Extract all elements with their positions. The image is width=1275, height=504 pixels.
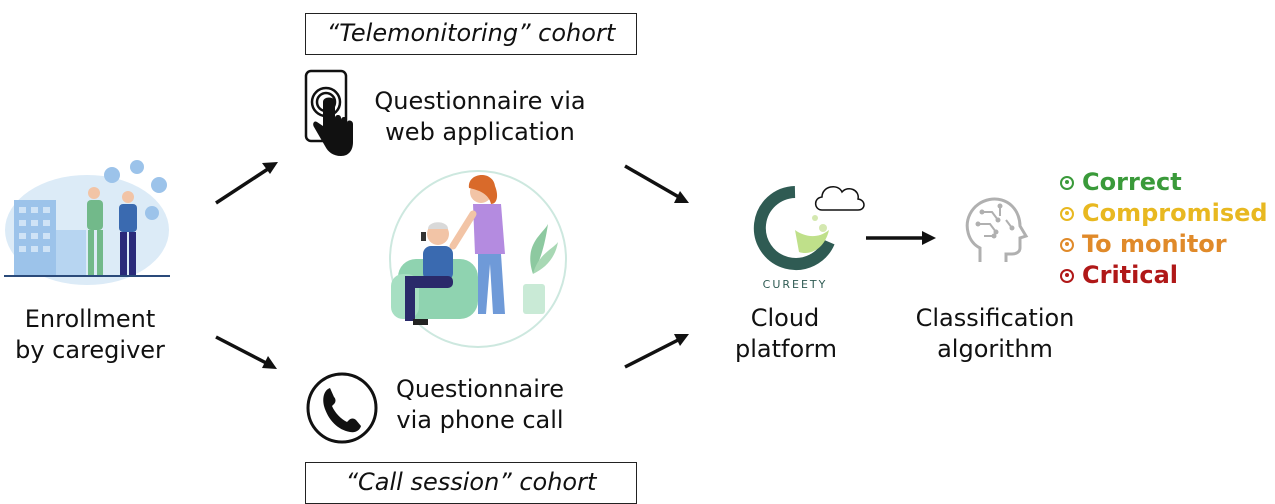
status-correct: Correct [1060, 167, 1268, 198]
status-compromised: Compromised [1060, 198, 1268, 229]
questionnaire-phone-line2: via phone call [396, 406, 564, 434]
telemonitoring-cohort-box: “Telemonitoring” cohort [305, 13, 637, 55]
questionnaire-phone-line1: Questionnaire [395, 375, 565, 403]
status-critical: Critical [1060, 260, 1268, 291]
hospital-caregivers-illustration [4, 160, 170, 285]
questionnaire-web-line1: Questionnaire via [374, 87, 586, 115]
ai-head-icon [965, 197, 1029, 262]
classification-label: Classification algorithm [905, 303, 1085, 365]
cureety-logo: CUREETY [753, 186, 835, 291]
status-compromised-label: Compromised [1082, 199, 1268, 227]
enrollment-line1: Enrollment [24, 305, 156, 333]
arrow-web-to-cloud [624, 164, 689, 203]
classification-line1: Classification [915, 304, 1075, 332]
call-session-cohort-box: “Call session” cohort [305, 462, 637, 504]
elderly-patient-with-caregiver-illustration [389, 170, 567, 348]
cloud-icon [814, 185, 865, 211]
questionnaire-web-line2: web application [385, 118, 575, 146]
touchscreen-tap-icon [304, 69, 353, 156]
arrow-enroll-to-web [215, 162, 278, 205]
status-to-monitor-label: To monitor [1082, 230, 1227, 258]
classification-line2: algorithm [937, 335, 1053, 363]
questionnaire-phone-label: Questionnaire via phone call [370, 374, 590, 436]
arrow-enroll-to-phone [215, 335, 277, 369]
status-critical-label: Critical [1082, 261, 1179, 289]
status-legend: Correct Compromised To monitor Critical [1060, 167, 1268, 291]
enrollment-line2: by caregiver [15, 336, 165, 364]
status-correct-label: Correct [1082, 168, 1182, 196]
cloud-label: Cloud platform [735, 303, 837, 365]
arrow-phone-to-cloud [624, 334, 689, 369]
enrollment-label: Enrollment by caregiver [0, 304, 180, 366]
status-dot-icon [1060, 175, 1074, 190]
status-dot-icon [1060, 237, 1074, 252]
questionnaire-web-label: Questionnaire via web application [360, 86, 600, 148]
cloud-line1: Cloud [750, 304, 820, 332]
cloud-line2: platform [735, 335, 837, 363]
status-to-monitor: To monitor [1060, 229, 1268, 260]
arrow-cloud-to-algorithm [866, 231, 936, 245]
status-dot-icon [1060, 206, 1074, 221]
status-dot-icon [1060, 268, 1074, 283]
phone-handset-icon [306, 372, 378, 444]
cureety-logo-text: CUREETY [763, 278, 828, 291]
